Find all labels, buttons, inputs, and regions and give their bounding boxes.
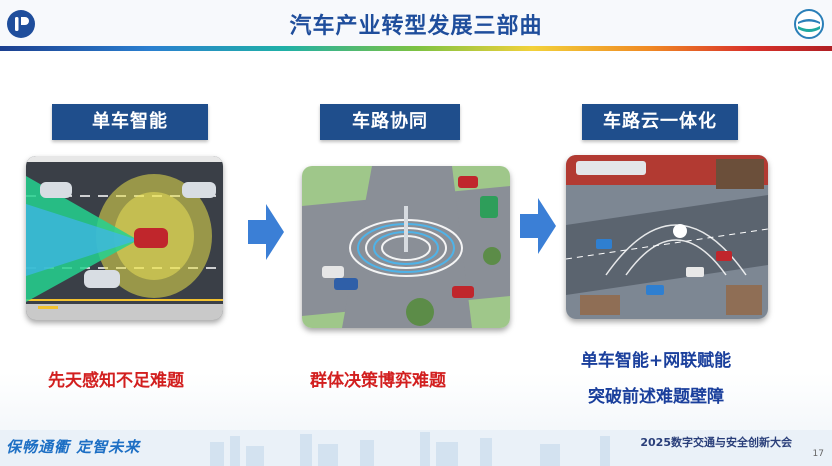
stage-3-caption-line2: 突破前述难题壁障 [588,387,724,407]
stage-2-caption: 群体决策博弈难题 [310,371,446,391]
stage-label-vehicle-road: 车路协同 [320,104,460,140]
footer-slogan: 保畅通衢 定智未来 [6,438,141,456]
stage-1-caption: 先天感知不足难题 [48,371,184,391]
organization-logo-icon [7,10,35,38]
arrow-right-icon [248,204,284,260]
page-number: 17 [812,449,824,459]
header-bar [0,0,832,46]
rainbow-divider [0,46,832,51]
arrow-right-icon [520,198,556,254]
city-skyline-decoration [0,430,832,466]
page-title: 汽车产业转型发展三部曲 [289,14,543,39]
conference-logo-icon [794,9,824,39]
single-vehicle-illustration [26,156,223,320]
vehicle-road-cloud-illustration [566,155,768,319]
stage-label-vehicle-road-cloud: 车路云一体化 [582,104,738,140]
vehicle-road-illustration [302,166,510,328]
stage-3-caption-line1: 单车智能+网联赋能 [580,351,732,371]
stage-label-single-vehicle: 单车智能 [52,104,208,140]
conference-name: 2025数字交通与安全创新大会 [640,436,792,449]
